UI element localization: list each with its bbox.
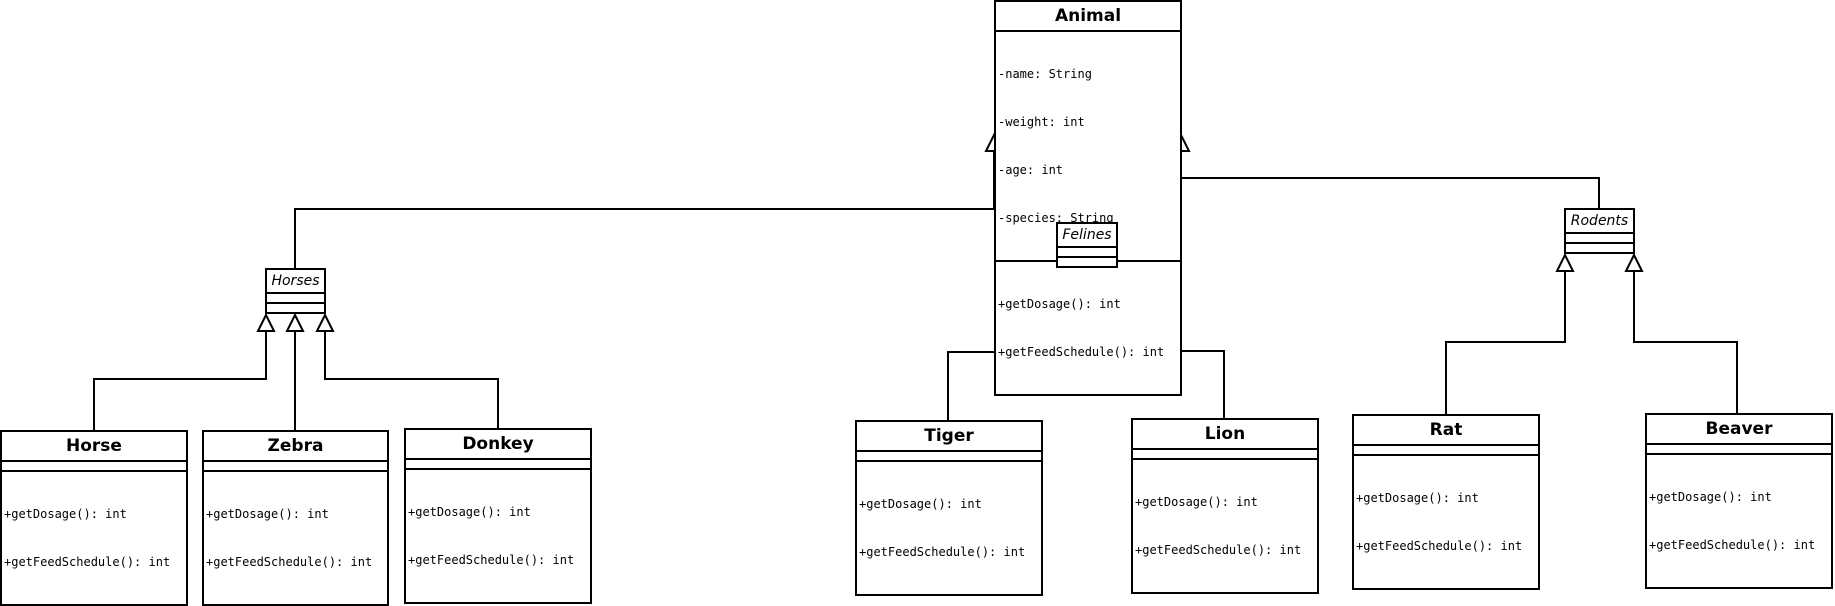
method: +getFeedSchedule(): int (1356, 539, 1523, 553)
method: +getFeedSchedule(): int (4, 555, 171, 569)
attribute: -name: String (998, 67, 1092, 81)
method: +getDosage(): int (1356, 491, 1479, 505)
attributes-section (1647, 445, 1831, 455)
method: +getDosage(): int (1649, 490, 1772, 504)
method: +getFeedSchedule(): int (1649, 538, 1816, 552)
methods-section: +getDosage(): int +getFeedSchedule(): in… (1133, 460, 1317, 592)
attribute: -weight: int (998, 115, 1085, 129)
class-horse[interactable]: Horse +getDosage(): int +getFeedSchedule… (0, 430, 188, 606)
methods-section: +getDosage(): int +getFeedSchedule(): in… (857, 462, 1041, 594)
class-name: Rodents (1566, 210, 1633, 234)
methods-section (1058, 258, 1116, 266)
attribute: -age: int (998, 163, 1064, 177)
class-rat[interactable]: Rat +getDosage(): int +getFeedSchedule()… (1352, 414, 1540, 590)
method: +getDosage(): int (1135, 495, 1258, 509)
methods-section: +getDosage(): int +getFeedSchedule(): in… (1647, 455, 1831, 587)
class-rodents[interactable]: Rodents (1564, 208, 1635, 254)
class-name: Beaver (1647, 415, 1831, 445)
method: +getDosage(): int (4, 507, 127, 521)
class-beaver[interactable]: Beaver +getDosage(): int +getFeedSchedul… (1645, 413, 1833, 589)
class-animal[interactable]: Animal -name: String -weight: int -age: … (994, 0, 1182, 396)
attributes-section (204, 462, 387, 472)
class-tiger[interactable]: Tiger +getDosage(): int +getFeedSchedule… (855, 420, 1043, 596)
class-name: Donkey (406, 430, 590, 460)
attributes-section (1354, 446, 1538, 456)
class-name: Lion (1133, 420, 1317, 450)
methods-section (1566, 244, 1633, 252)
edge-rodents-animal (1180, 151, 1600, 208)
class-name: Rat (1354, 416, 1538, 446)
attributes-section (1566, 234, 1633, 244)
class-name: Horse (2, 432, 186, 462)
edge-donkey-horses (324, 331, 499, 428)
arrowhead-rodents-right (1624, 252, 1644, 272)
attributes-section (1058, 248, 1116, 258)
attribute: -species: String (998, 211, 1114, 225)
arrowhead-horses-left (256, 312, 276, 332)
methods-section: +getDosage(): int +getFeedSchedule(): in… (204, 472, 387, 604)
methods-section: +getDosage(): int +getFeedSchedule(): in… (406, 470, 590, 602)
arrowhead-rodents-left (1555, 252, 1575, 272)
class-felines[interactable]: Felines (1056, 222, 1118, 268)
methods-section: +getDosage(): int +getFeedSchedule(): in… (2, 472, 186, 604)
class-lion[interactable]: Lion +getDosage(): int +getFeedSchedule(… (1131, 418, 1319, 594)
method: +getFeedSchedule(): int (859, 545, 1026, 559)
attributes-section (2, 462, 186, 472)
edge-rat-rodents (1445, 271, 1566, 414)
attributes-section (267, 294, 324, 304)
class-donkey[interactable]: Donkey +getDosage(): int +getFeedSchedul… (404, 428, 592, 604)
edge-horses-animal (294, 151, 995, 268)
attributes-section (1133, 450, 1317, 460)
method: +getFeedSchedule(): int (206, 555, 373, 569)
method: +getDosage(): int (859, 497, 982, 511)
class-zebra[interactable]: Zebra +getDosage(): int +getFeedSchedule… (202, 430, 389, 606)
class-name: Zebra (204, 432, 387, 462)
class-name: Tiger (857, 422, 1041, 452)
method: +getDosage(): int (206, 507, 329, 521)
methods-section: +getDosage(): int +getFeedSchedule(): in… (1354, 456, 1538, 588)
method: +getFeedSchedule(): int (408, 553, 575, 567)
methods-section (267, 304, 324, 312)
method: +getDosage(): int (998, 297, 1121, 311)
arrowhead-horses-right (315, 312, 335, 332)
edge-horse-horses (93, 331, 267, 430)
class-horses[interactable]: Horses (265, 268, 326, 314)
class-name: Animal (996, 2, 1180, 32)
arrowhead-horses-center (285, 312, 305, 332)
class-name: Felines (1058, 224, 1116, 248)
class-name: Horses (267, 270, 324, 294)
methods-section: +getDosage(): int +getFeedSchedule(): in… (996, 262, 1180, 394)
attributes-section (857, 452, 1041, 462)
edge-beaver-rodents (1633, 271, 1738, 413)
method: +getFeedSchedule(): int (1135, 543, 1302, 557)
attributes-section (406, 460, 590, 470)
method: +getDosage(): int (408, 505, 531, 519)
method: +getFeedSchedule(): int (998, 345, 1165, 359)
